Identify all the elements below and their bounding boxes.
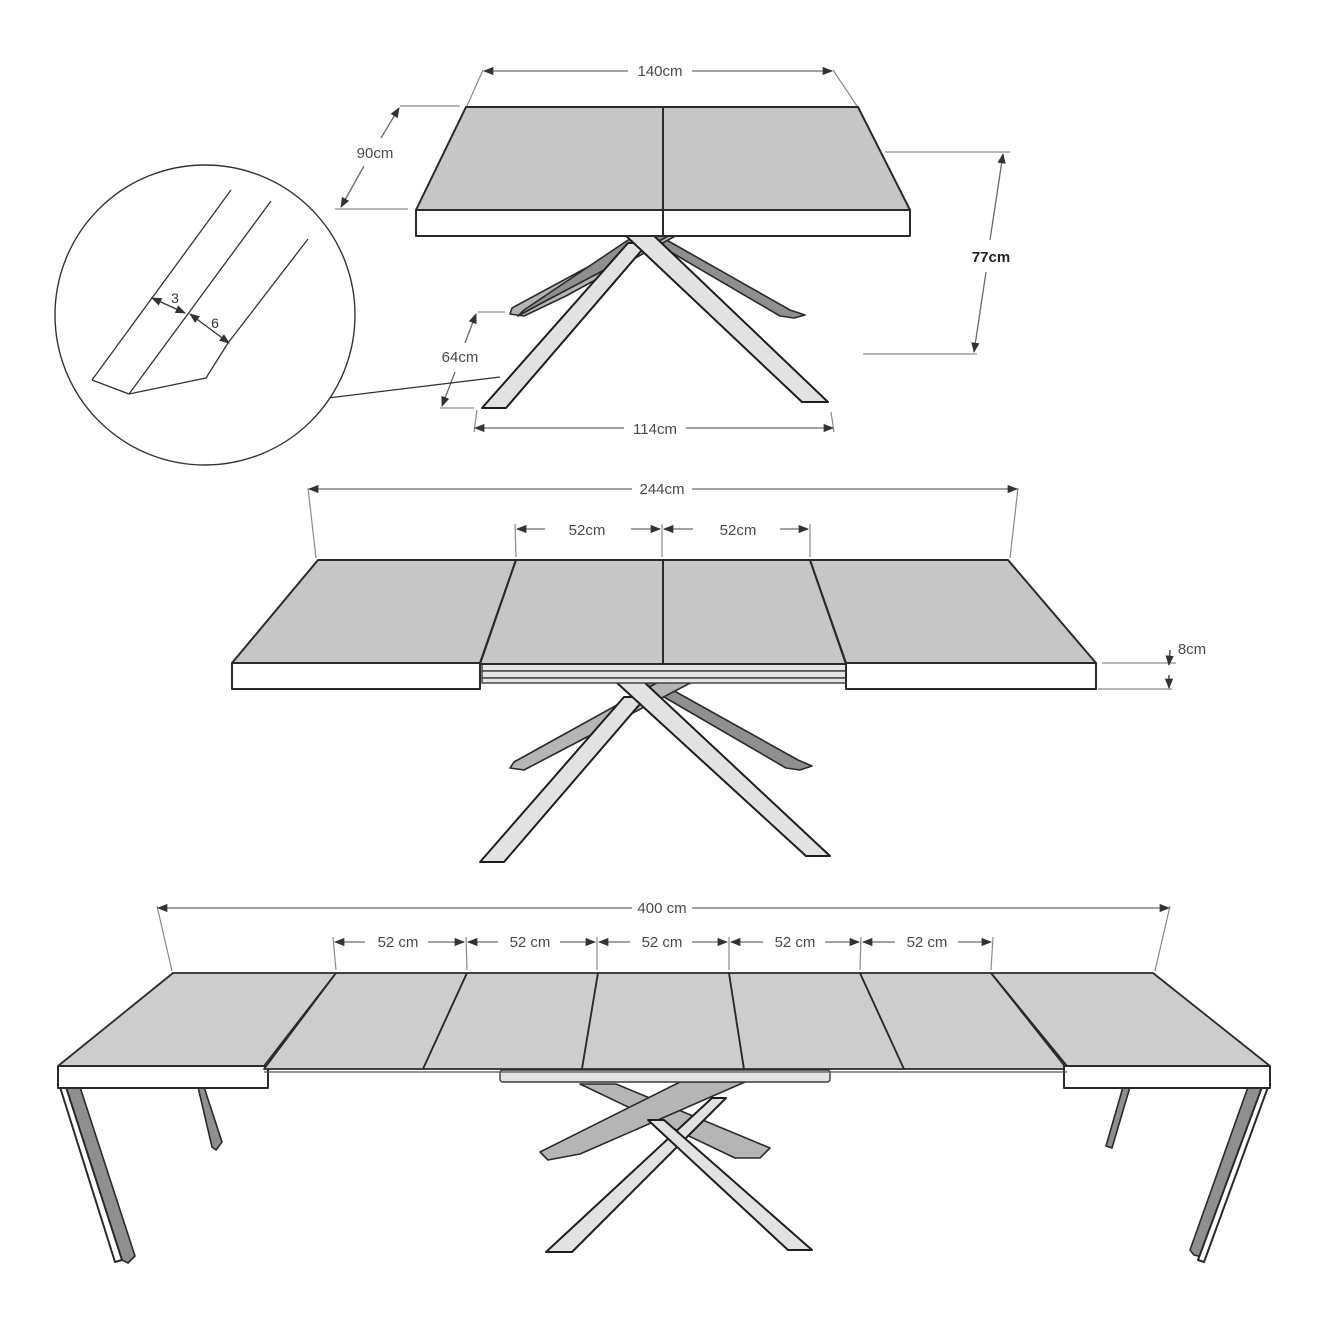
extended-right-end-top	[809, 559, 1097, 664]
dim-77-label: 77cm	[972, 249, 1010, 266]
leg-profile-detail: 3 6	[54, 164, 501, 466]
dim-52-row-label-3: 52 cm	[642, 934, 683, 951]
extended-table-back-legs	[509, 679, 813, 771]
dimension-244: 244cm	[307, 481, 1019, 559]
dim-90-label: 90cm	[357, 145, 394, 162]
dim-140-label: 140cm	[637, 63, 682, 80]
dim-400-label: 400 cm	[637, 900, 686, 917]
extended-table-view: 244cm 52cm 52cm 8cm	[231, 481, 1206, 863]
dim-52-row-label-5: 52 cm	[907, 934, 948, 951]
detail-value-6: 6	[211, 315, 219, 331]
dimension-77: 77cm	[863, 151, 1010, 355]
dimension-52-pair: 52cm 52cm	[514, 522, 811, 558]
detail-leader-line	[327, 376, 501, 399]
dim-52-row-label-2: 52 cm	[510, 934, 551, 951]
extended-right-end-edge	[845, 662, 1097, 690]
center-star-legs	[539, 1081, 813, 1253]
dimension-8: 8cm	[1098, 641, 1206, 690]
extended-left-end-edge	[231, 662, 481, 690]
full-left-end-edge	[57, 1065, 269, 1089]
full-leaf-3	[581, 972, 745, 1070]
dim-52-row-label-4: 52 cm	[775, 934, 816, 951]
detail-value-3: 3	[171, 290, 179, 306]
dim-64-label: 64cm	[442, 349, 479, 366]
dimension-400: 400 cm	[156, 900, 1171, 972]
dim-52-row-label-1: 52 cm	[378, 934, 419, 951]
dimension-114: 114cm	[473, 409, 835, 438]
dim-244-label: 244cm	[639, 481, 684, 498]
extended-left-end-top	[231, 559, 517, 664]
dim-8-label: 8cm	[1178, 641, 1206, 658]
full-right-end-edge	[1063, 1065, 1271, 1089]
dimension-64: 64cm	[440, 311, 505, 409]
right-end-legs	[1105, 1086, 1269, 1263]
left-end-legs	[59, 1086, 223, 1264]
dim-114-label: 114cm	[633, 421, 677, 438]
closed-table-view: 140cm 90cm 77cm 64cm	[335, 63, 1010, 438]
dimension-140: 140cm	[466, 63, 858, 107]
fully-extended-table-view: 400 cm 52 cm 52 cm 52 cm 52 cm 52 cm	[57, 900, 1271, 1264]
closed-table-front-legs	[481, 231, 829, 409]
dimension-90: 90cm	[335, 105, 460, 210]
dim-52-label-b: 52cm	[720, 522, 757, 539]
extended-table-front-legs	[479, 681, 831, 863]
dim-52-label-a: 52cm	[569, 522, 606, 539]
dimension-52-row: 52 cm 52 cm 52 cm 52 cm 52 cm	[332, 934, 994, 971]
